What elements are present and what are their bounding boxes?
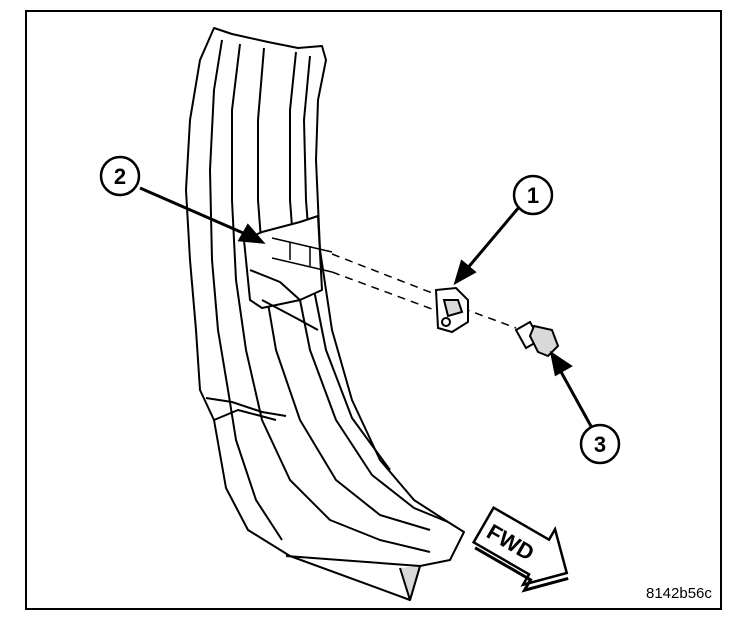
pillar-slots (271, 237, 333, 273)
figure-id-label: 8142b56c (646, 585, 712, 602)
callout-3: 3 (579, 423, 621, 465)
callout-2-number: 2 (114, 164, 126, 189)
callout-3-number: 3 (594, 432, 606, 457)
callout-2: 2 (99, 155, 141, 197)
striker-part (434, 286, 469, 334)
fwd-arrow: FWD (471, 505, 569, 593)
b-pillar-panel (185, 27, 465, 601)
alignment-lines (331, 253, 517, 329)
bolt-part (514, 320, 560, 358)
callout-1-number: 1 (527, 183, 539, 208)
callout-1: 1 (512, 174, 554, 216)
leader-arrows (139, 186, 594, 429)
